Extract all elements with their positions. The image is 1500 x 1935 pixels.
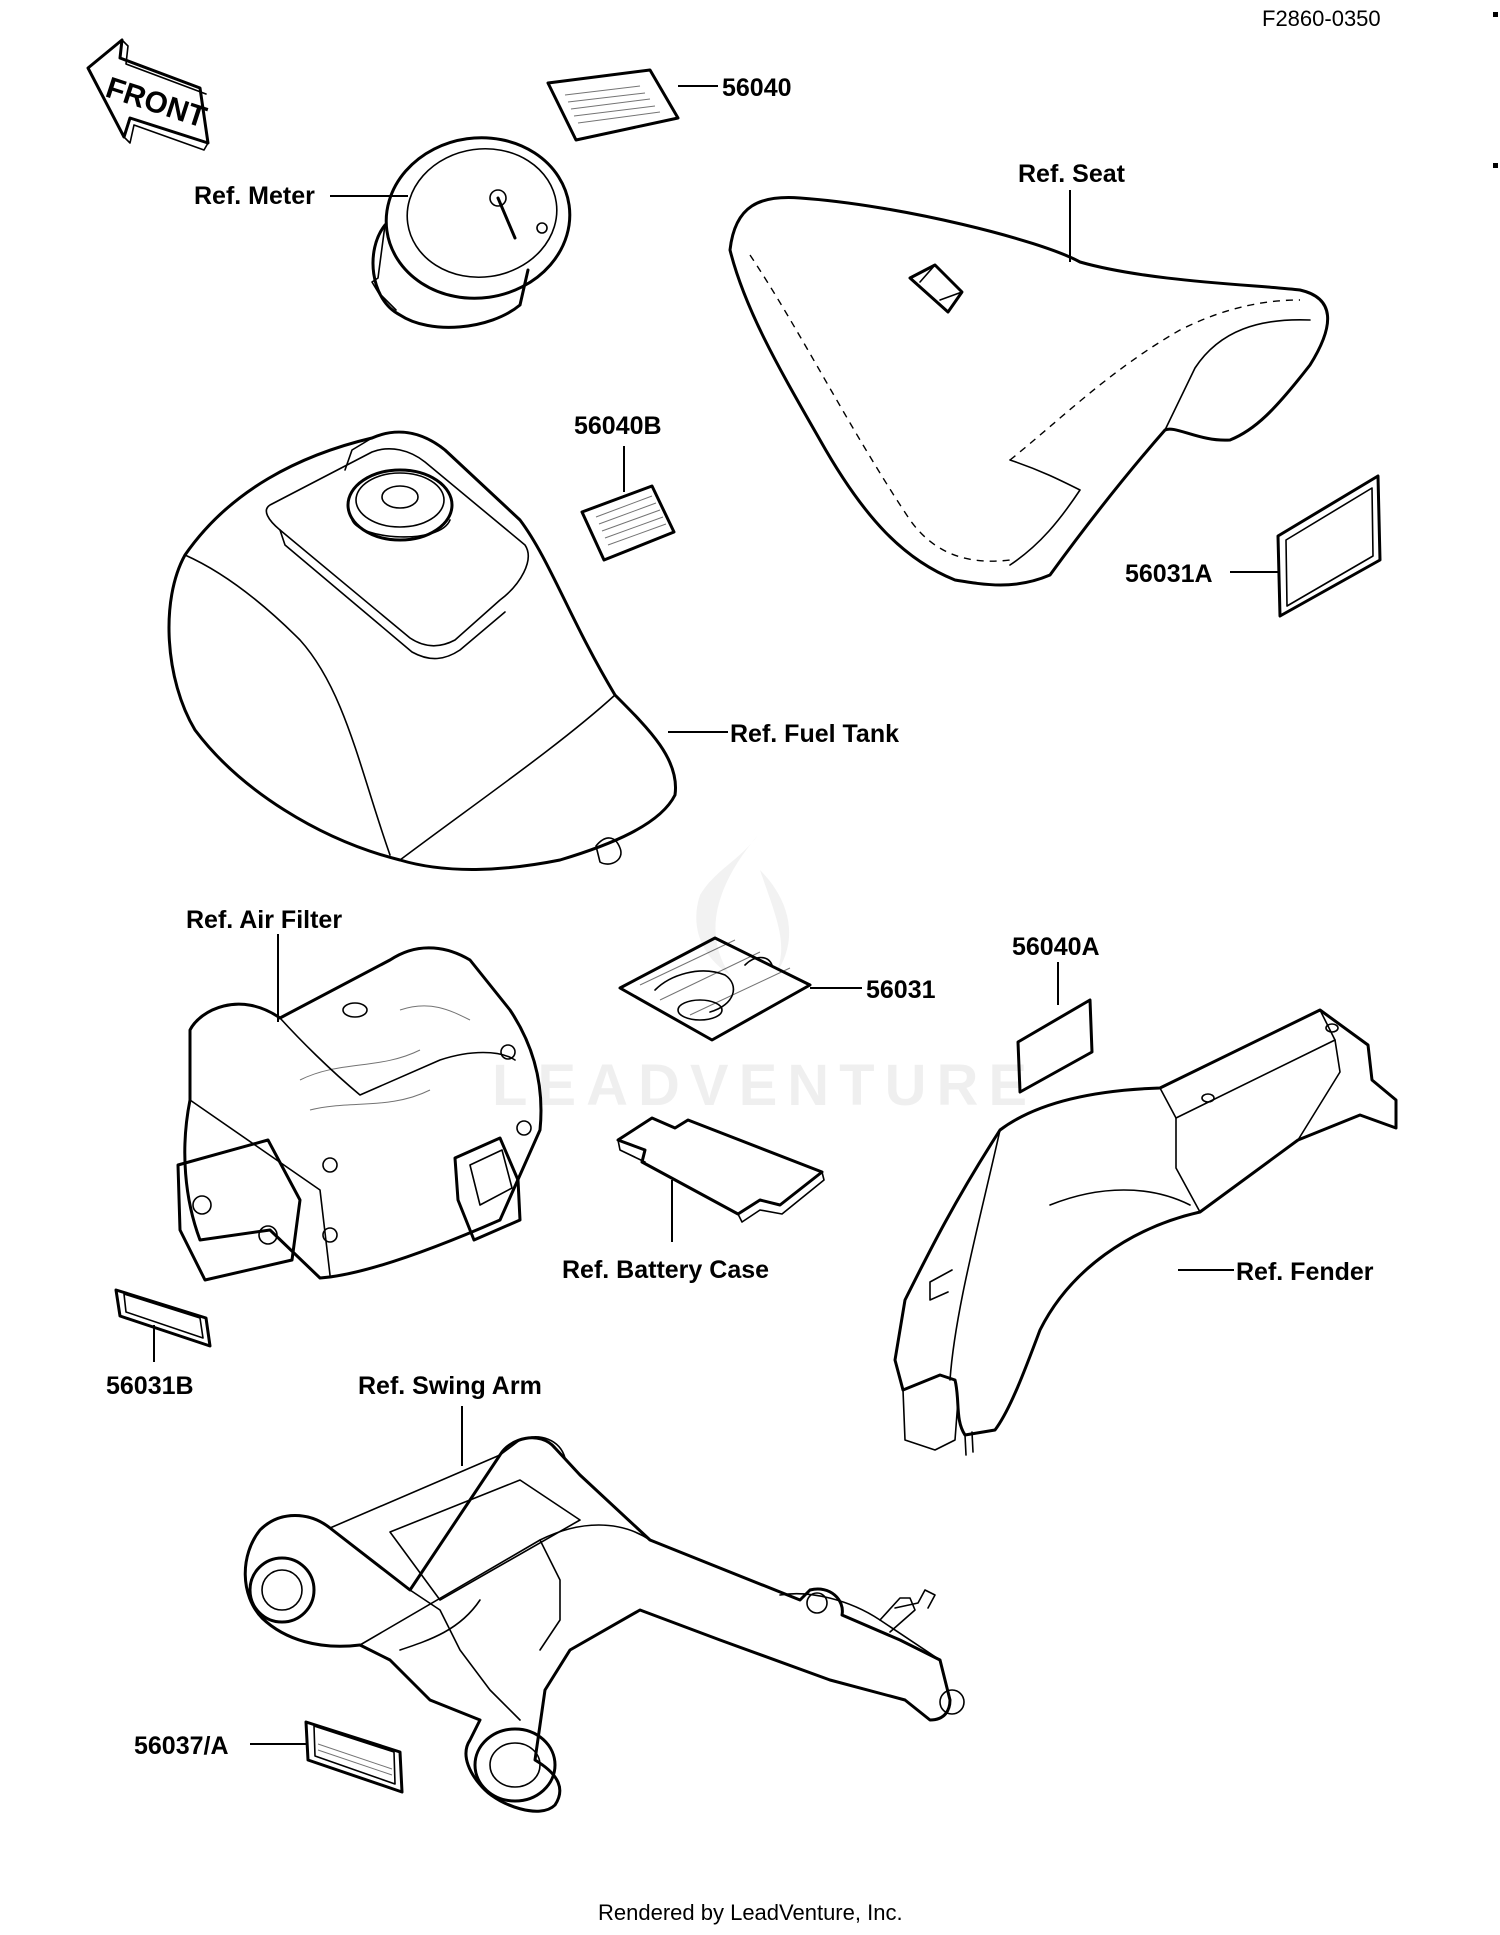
diagram-code: F2860-0350 — [1262, 6, 1381, 31]
label-ref-swing-arm: Ref. Swing Arm — [358, 1372, 542, 1400]
swing-arm-illustration — [243, 1436, 965, 1813]
battery-case-illustration — [616, 1116, 825, 1242]
decal-56037A: 56037/A — [134, 1720, 404, 1794]
watermark-text: LEADVENTURE — [492, 1053, 1037, 1118]
part-number-56040A: 56040A — [1012, 933, 1100, 961]
front-arrow-icon: FRONT — [86, 38, 210, 151]
label-ref-fender: Ref. Fender — [1236, 1258, 1374, 1286]
part-number-56037A: 56037/A — [134, 1732, 229, 1760]
decal-56040: 56040 — [546, 68, 792, 142]
decal-56040A: 56040A — [1012, 933, 1100, 1094]
fender-illustration — [893, 1008, 1398, 1456]
label-ref-seat: Ref. Seat — [1018, 160, 1126, 188]
label-ref-air-filter: Ref. Air Filter — [186, 906, 342, 934]
part-number-56040: 56040 — [722, 74, 792, 102]
part-number-56031A: 56031A — [1125, 560, 1213, 588]
part-number-56031B: 56031B — [106, 1372, 194, 1400]
corner-mark — [1493, 163, 1498, 168]
label-ref-fuel-tank: Ref. Fuel Tank — [730, 720, 899, 748]
corner-mark — [1493, 12, 1498, 17]
fuel-tank-illustration — [167, 430, 678, 871]
meter-illustration — [371, 136, 572, 329]
footer-credit: Rendered by LeadVenture, Inc. — [598, 1900, 903, 1925]
label-ref-battery-case: Ref. Battery Case — [562, 1256, 769, 1284]
decal-56031A: 56031A — [1125, 474, 1382, 618]
watermark: LEADVENTURE — [492, 835, 1037, 1118]
seat-illustration — [728, 196, 1330, 587]
decal-56040B: 56040B — [574, 412, 676, 562]
decal-56031B: 56031B — [106, 1288, 212, 1400]
label-ref-meter: Ref. Meter — [194, 182, 315, 210]
air-filter-illustration — [176, 946, 543, 1282]
part-number-56040B: 56040B — [574, 412, 662, 440]
part-number-56031: 56031 — [866, 976, 936, 1004]
decal-56031: 56031 — [618, 936, 936, 1042]
